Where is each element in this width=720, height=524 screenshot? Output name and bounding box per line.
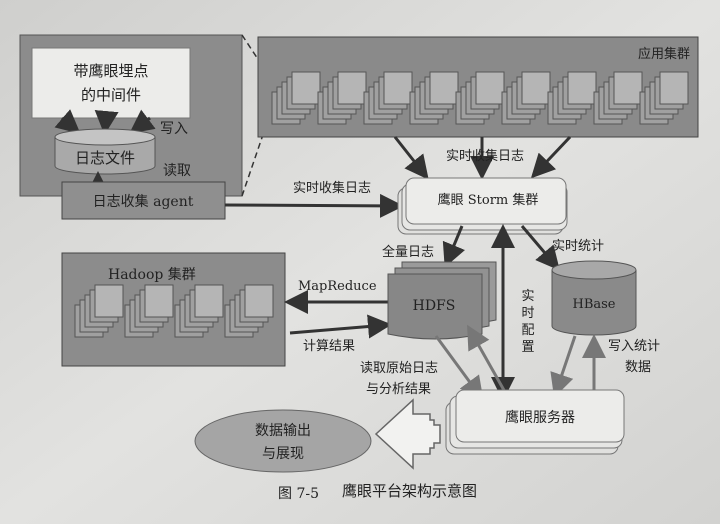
- log-file-label: 日志文件: [75, 149, 135, 167]
- server-node-stack: [124, 284, 174, 338]
- server-label: 鹰眼服务器: [505, 410, 575, 426]
- hadoop-node-stacks: [74, 284, 274, 338]
- svg-text:配: 配: [521, 323, 534, 338]
- storm-label: 鹰眼 Storm 集群: [438, 192, 539, 208]
- storm-to-hbase-arrow: [520, 225, 560, 271]
- agent-to-storm-arrow: [224, 193, 404, 218]
- write-stats-label-2: 数据: [625, 360, 651, 375]
- calc-result-label: 计算结果: [303, 339, 355, 354]
- realtime-collect-left-label: 实时收集日志: [293, 180, 371, 196]
- zoom-dashed-lines: [241, 34, 276, 197]
- server-node-stack: [409, 71, 459, 125]
- middleware-label-2: 的中间件: [81, 86, 141, 104]
- agent-box: [61, 181, 226, 220]
- write-stats-label-1: 写入统计: [608, 339, 660, 354]
- server-node-stack: [501, 71, 551, 125]
- collect-arrows: [393, 135, 572, 180]
- write-arrows: [54, 109, 156, 135]
- read-raw-label-1: 读取原始日志: [360, 361, 438, 376]
- svg-text:置: 置: [521, 340, 534, 355]
- eagle-eye-server-box: [445, 389, 625, 455]
- read-label: 读取: [163, 162, 191, 179]
- realtime-stats-label: 实时统计: [552, 239, 604, 254]
- server-node-stack: [74, 284, 124, 338]
- hdfs-label: HDFS: [413, 298, 456, 314]
- realtime-collect-top-label: 实时收集日志: [446, 148, 524, 164]
- svg-text:实: 实: [521, 289, 534, 304]
- hadoop-label: Hadoop 集群: [108, 266, 196, 283]
- figure-number: 图 7-5: [278, 486, 319, 502]
- hbase-label: HBase: [572, 297, 615, 312]
- output-ellipse: [194, 409, 372, 473]
- output-arrow-icon: [374, 398, 441, 470]
- output-label-2: 与展现: [262, 446, 304, 462]
- server-node-stack: [363, 71, 413, 125]
- hdfs-documents: [387, 261, 497, 340]
- middleware-box: [31, 47, 191, 119]
- storm-to-hdfs-arrow: [442, 225, 465, 268]
- read-raw-label-2: 与分析结果: [366, 382, 431, 397]
- server-node-stack: [593, 71, 643, 125]
- middleware-label-1: 带鹰眼埋点: [73, 62, 148, 80]
- write-label: 写入: [160, 121, 188, 137]
- figure-caption: 鹰眼平台架构示意图: [342, 482, 477, 500]
- server-node-stack: [639, 71, 689, 125]
- server-to-hdfs-arrow: [467, 324, 507, 393]
- svg-text:时: 时: [521, 306, 534, 321]
- mapreduce-label: MapReduce: [298, 279, 377, 294]
- app-cluster-label: 应用集群: [638, 46, 690, 62]
- hbase-to-server-arrow: [550, 335, 577, 398]
- full-log-label: 全量日志: [382, 244, 434, 260]
- server-node-stack: [224, 284, 274, 338]
- app-node-stacks: [271, 71, 689, 125]
- storm-cluster-box: [397, 177, 568, 235]
- server-node-stack: [317, 71, 367, 125]
- hdfs-to-server-arrow: [434, 335, 484, 401]
- calc-result-arrow: [289, 314, 392, 339]
- agent-label: 日志收集 agent: [93, 193, 194, 210]
- output-label-1: 数据输出: [255, 423, 311, 439]
- server-node-stack: [271, 71, 321, 125]
- realtime-config-label: 实 时 配 置: [521, 289, 534, 355]
- server-node-stack: [174, 284, 224, 338]
- server-node-stack: [547, 71, 597, 125]
- server-node-stack: [455, 71, 505, 125]
